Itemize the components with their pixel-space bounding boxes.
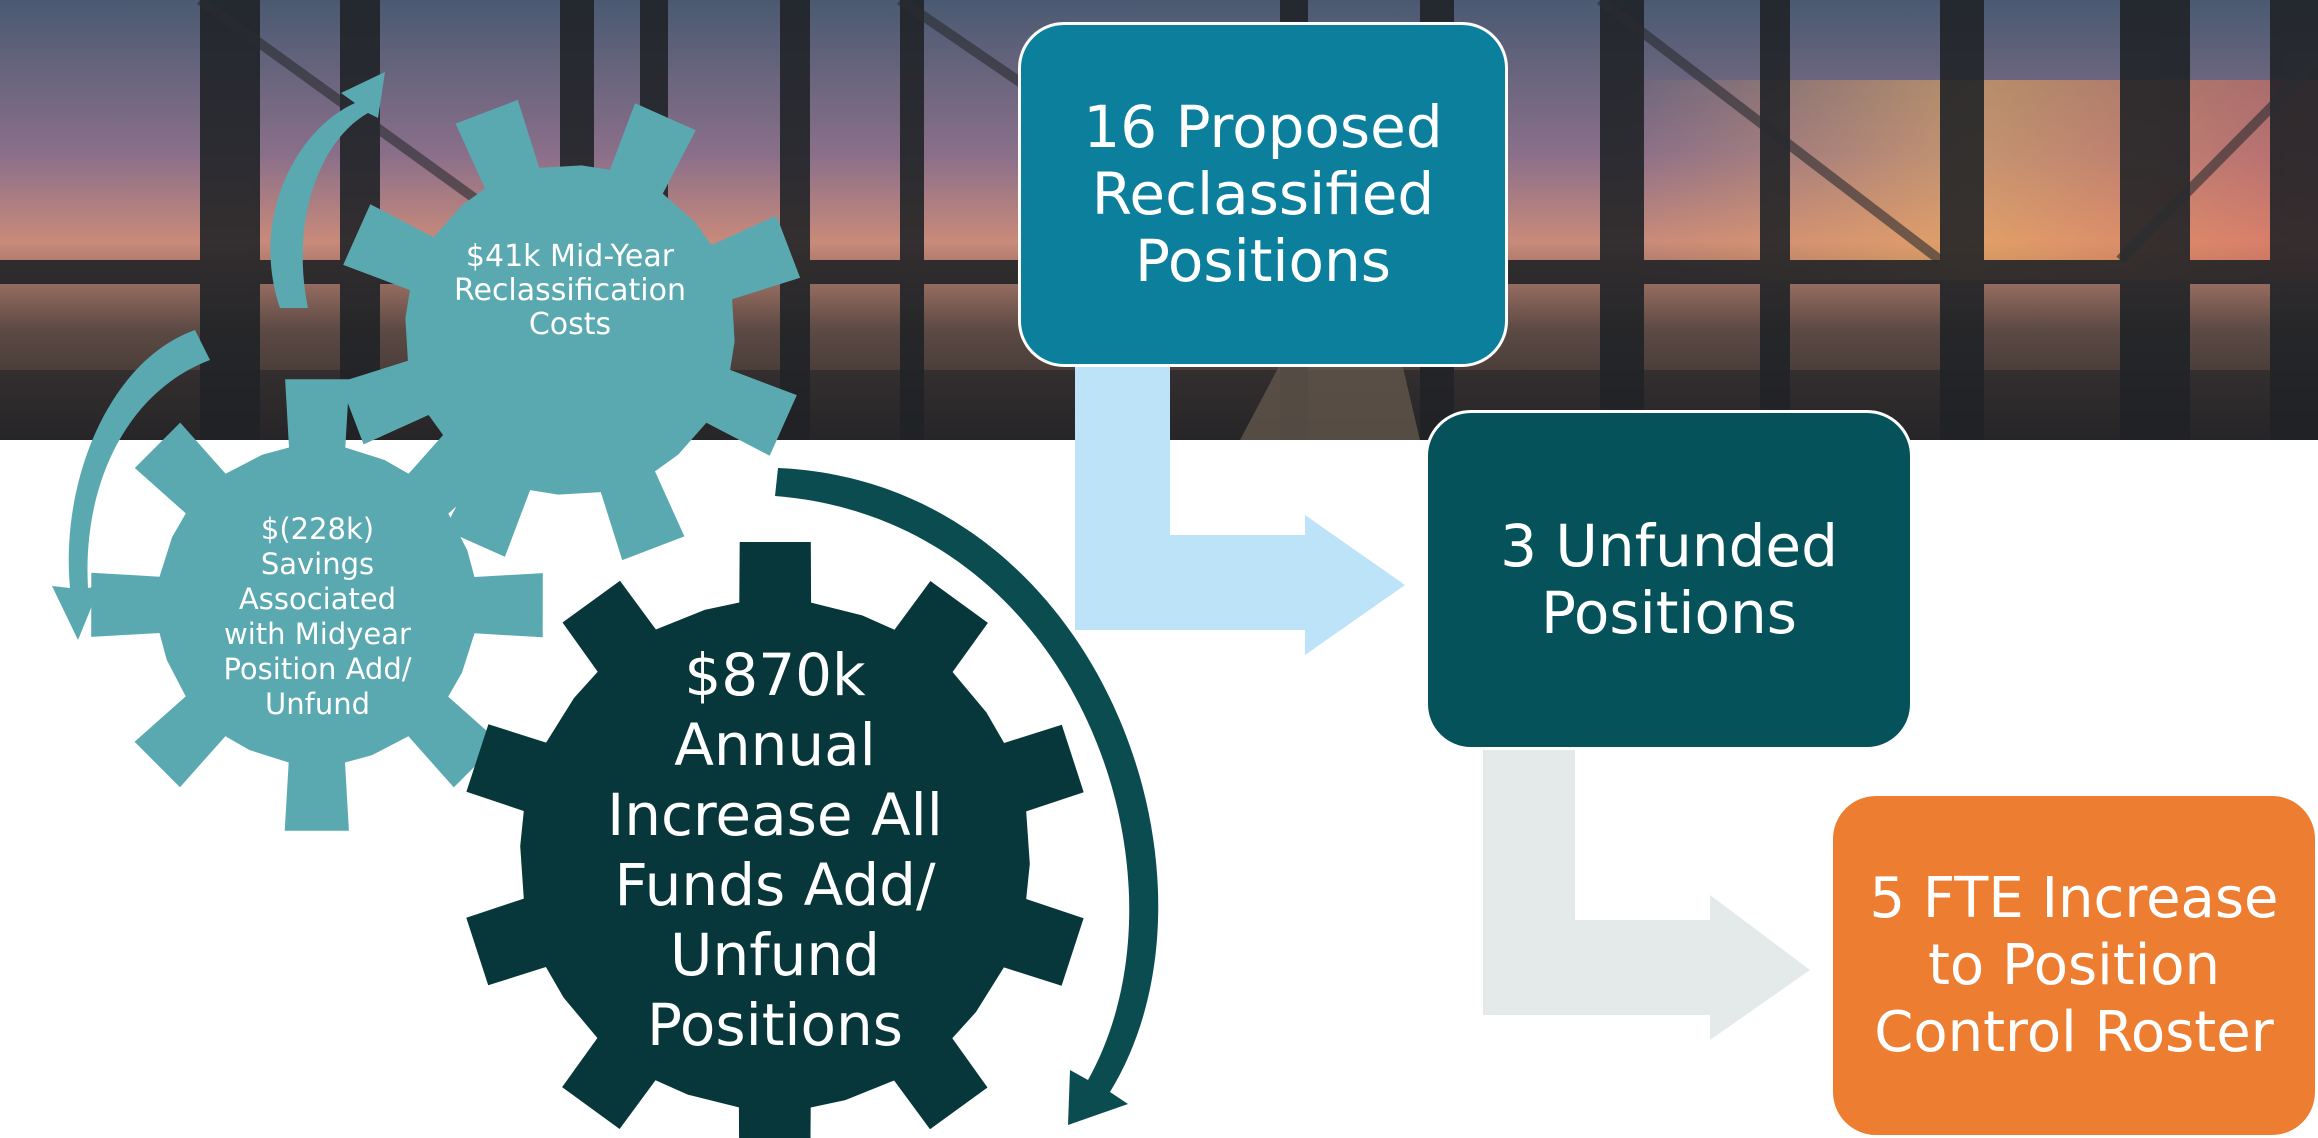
gear-top-label: $41k Mid-Year Reclassification Costs: [453, 239, 686, 342]
connector-arrow-2: [1483, 745, 1810, 1040]
process-box-reclassified-positions: 16 Proposed Reclassified Positions: [1018, 22, 1508, 367]
curved-arrow-icon: [775, 468, 1159, 1125]
gear-icon: [466, 542, 1084, 1138]
curved-arrow-icon: [52, 330, 210, 640]
connector-arrow-1: [1075, 365, 1405, 655]
curved-arrow-icon: [270, 72, 385, 308]
gear-icon: [91, 379, 543, 831]
gear-left-label: $(228k) Savings Associated with Midyear …: [223, 512, 412, 721]
process-box-fte-increase: 5 FTE Increase to Position Control Roste…: [1830, 793, 2318, 1138]
process-box-unfunded-positions: 3 Unfunded Positions: [1425, 410, 1913, 750]
gear-big-label: $870k Annual Increase All Funds Add/ Unf…: [607, 641, 943, 1059]
